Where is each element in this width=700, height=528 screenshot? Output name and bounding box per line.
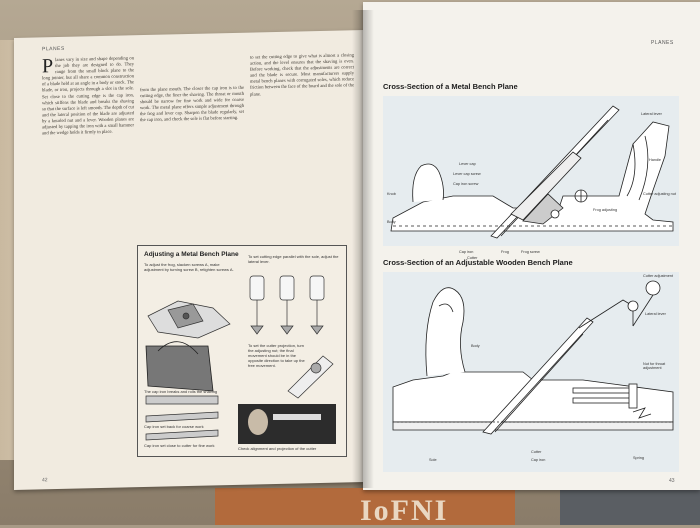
- label-spring: Spring: [633, 456, 644, 460]
- page-number-left: 42: [42, 477, 48, 484]
- text-column-1: P lanes vary in size and shape depending…: [42, 55, 134, 477]
- label-cutter: Cutter: [467, 256, 478, 260]
- column-1-intro: lanes vary in size and shape depending o…: [42, 55, 134, 87]
- label-frog-adjusting: Frog adjusting: [593, 208, 618, 212]
- text-column-3: to set the cutting edge to give what is …: [250, 52, 354, 97]
- running-head-right: PLANES: [651, 40, 674, 46]
- column-1-body: The blade, or iron, projects through a s…: [42, 79, 134, 136]
- label-knob: Knob: [387, 192, 396, 196]
- page-number-right: 43: [669, 478, 675, 484]
- background-book-title: IoFNI: [360, 494, 449, 527]
- caption-check-alignment: Check alignment and projection of the cu…: [238, 446, 317, 451]
- label-lever-cap: Lever cap: [459, 162, 476, 166]
- label-body-wood: Body: [471, 344, 480, 348]
- shaving-illustration: [145, 341, 214, 392]
- book-gutter-shadow: [352, 10, 374, 488]
- running-head-left: PLANES: [42, 45, 65, 53]
- caption-lateral-adjust: To set cutting edge parallel with the so…: [248, 254, 339, 264]
- background-book-cover: [215, 488, 515, 525]
- caption-fine-work: Cap iron set close to cutter for fine wo…: [144, 443, 215, 448]
- metal-plane-cross-section: [390, 105, 674, 239]
- wooden-plane-cross-section: [392, 280, 674, 435]
- caption-cutter-projection: To set the cutter projection, turn the a…: [248, 343, 305, 368]
- figure-2-panel: Cutter adjustment Lateral lever Body Nut…: [383, 272, 679, 472]
- label-lever-cap-screw: Lever cap screw: [453, 172, 481, 176]
- right-page: PLANES Cross-Section of a Metal Bench Pl…: [363, 2, 700, 490]
- adjusting-nut-illustration: [287, 355, 334, 399]
- caption-frog-adjust: To adjust the frog, slacken screws A, ma…: [144, 262, 234, 272]
- adjusting-plane-inset: Adjusting a Metal Bench Plane To adjust …: [137, 245, 347, 457]
- figure-2-title: Cross-Section of an Adjustable Wooden Be…: [383, 258, 573, 267]
- label-cap-iron-screw: Cap iron screw: [453, 182, 479, 186]
- person-photo: [238, 404, 336, 444]
- label-lateral-lever: Lateral lever: [641, 112, 662, 116]
- drop-cap: P: [42, 55, 54, 78]
- caption-coarse-work: Cap iron set back for coarse work: [144, 424, 204, 429]
- frog-illustration: [147, 300, 231, 339]
- label-cap-iron-wood: Cap iron: [531, 458, 546, 462]
- cap-iron-diagrams: [145, 395, 219, 441]
- blade-views: [249, 275, 325, 335]
- inset-illustrations: [145, 275, 336, 444]
- caption-cap-iron-breaks: The cap iron breaks and rolls the shavin…: [144, 389, 218, 394]
- label-cap-iron: Cap iron: [459, 250, 474, 254]
- label-cutter-adjusting-nut: Cutter adjusting nut: [643, 192, 676, 196]
- label-body: Body: [387, 220, 396, 224]
- label-handle: Handle: [649, 158, 662, 162]
- label-cutter-wood: Cutter: [531, 450, 542, 454]
- label-frog-screw: Frog screw: [521, 250, 540, 254]
- figure-1-panel: Lateral lever Handle Lever cap Lever cap…: [383, 96, 679, 246]
- figure-1-title: Cross-Section of a Metal Bench Plane: [383, 82, 518, 91]
- label-cutter-adjustment: Cutter adjustment: [643, 274, 673, 278]
- label-throat-adjustment-nut: Nut for throat adjustment: [643, 362, 666, 370]
- label-frog: Frog: [501, 250, 509, 254]
- label-sole: Sole: [429, 458, 437, 462]
- inset-title: Adjusting a Metal Bench Plane: [144, 251, 239, 258]
- label-lateral-lever-wood: Lateral lever: [645, 312, 666, 316]
